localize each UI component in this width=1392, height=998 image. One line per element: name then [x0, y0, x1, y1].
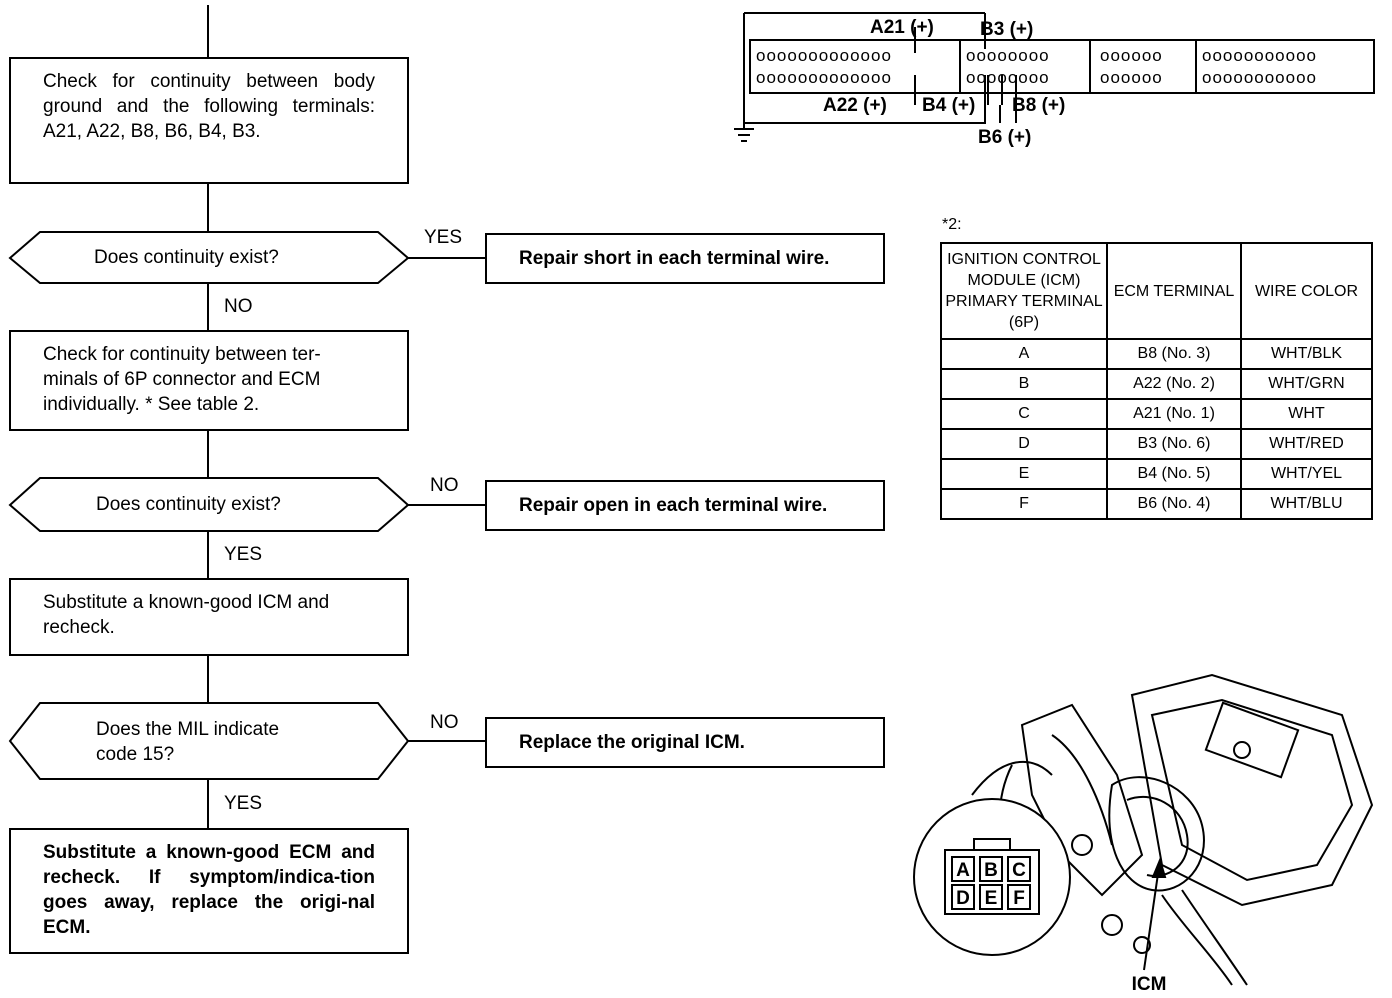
pin-row: ooooooooooooo [756, 46, 892, 65]
terminal-label-b3: B3 (+) [980, 19, 1033, 40]
pin-label: E [985, 888, 998, 909]
decision-mil-code-15: Does the MIL indicate code 15? [96, 717, 279, 767]
cell-ecm: B6 (No. 4) [1106, 488, 1242, 520]
pin-row: oooooooo [966, 68, 1050, 87]
distributor-body [1108, 776, 1205, 892]
step-substitute-icm: Substitute a known-good ICM and recheck. [9, 578, 409, 656]
cell-color: WHT/BLK [1240, 338, 1373, 370]
icm-leader-line [1143, 859, 1161, 971]
decision-line-1: Does the MIL indicate [96, 719, 280, 740]
label-yes: YES [224, 793, 263, 814]
terminal-label-b8: B8 (+) [1012, 95, 1065, 116]
label-yes: YES [224, 544, 263, 565]
cell-icm: A [940, 338, 1108, 370]
table-row: E B4 (No. 5) WHT/YEL [940, 458, 1373, 490]
pin-label: D [956, 888, 970, 909]
header-icm-terminal: IGNITION CONTROL MODULE (ICM) PRIMARY TE… [940, 242, 1108, 340]
pin-row: oooooo [1100, 46, 1163, 65]
connector-housing [749, 39, 1375, 94]
terminal-label-a22: A22 (+) [823, 95, 887, 116]
icm-location-illustration: A B C D E F ICM [913, 673, 1374, 995]
cell-color: WHT/GRN [1240, 368, 1373, 400]
cell-ecm: A21 (No. 1) [1106, 398, 1242, 430]
ecm-connector-diagram: ooooooooooooo ooooooooooooo oooooooo ooo… [734, 12, 1375, 148]
label-no: NO [430, 712, 459, 733]
action-repair-short: Repair short in each terminal wire. [485, 233, 885, 284]
header-ecm-terminal: ECM TERMINAL [1106, 242, 1242, 340]
cell-color: WHT [1240, 398, 1373, 430]
cell-color: WHT/RED [1240, 428, 1373, 460]
pin-label: C [1012, 860, 1026, 881]
cell-icm: D [940, 428, 1108, 460]
cell-color: WHT/BLU [1240, 488, 1373, 520]
label-yes: YES [424, 227, 463, 248]
ground-wire [743, 13, 986, 124]
table-row: D B3 (No. 6) WHT/RED [940, 428, 1373, 460]
pin-row: ooooooooooo [1202, 68, 1317, 87]
table-note: *2: [942, 216, 962, 233]
decision-1-shape [8, 231, 410, 284]
terminal-label-a21: A21 (+) [870, 17, 934, 38]
pin-row: ooooooooooo [1202, 46, 1317, 65]
cell-ecm: B8 (No. 3) [1106, 338, 1242, 370]
decision-continuity-open: Does continuity exist? [96, 494, 281, 515]
cell-icm: B [940, 368, 1108, 400]
cell-color: WHT/YEL [1240, 458, 1373, 490]
cell-ecm: B3 (No. 6) [1106, 428, 1242, 460]
action-replace-icm: Replace the original ICM. [485, 717, 885, 768]
label-no: NO [224, 296, 253, 317]
decision-line-2: code 15? [96, 744, 175, 765]
terminal-label-b4: B4 (+) [922, 95, 975, 116]
pin-label: B [984, 860, 998, 881]
step-check-ground-continuity: Check for continuity between body ground… [9, 57, 409, 184]
table-row: C A21 (No. 1) WHT [940, 398, 1373, 430]
cell-icm: F [940, 488, 1108, 520]
icm-label: ICM [1132, 974, 1167, 995]
engine-outline [1130, 673, 1374, 907]
table-row: F B6 (No. 4) WHT/BLU [940, 488, 1373, 520]
cell-icm: C [940, 398, 1108, 430]
cell-icm: E [940, 458, 1108, 490]
step-check-6p-to-ecm: Check for continuity between ter-minals … [9, 330, 409, 431]
cell-ecm: B4 (No. 5) [1106, 458, 1242, 490]
decision-continuity-short: Does continuity exist? [94, 247, 279, 268]
flowchart-lines [8, 5, 486, 829]
table-row: B A22 (No. 2) WHT/GRN [940, 368, 1373, 400]
pin-row: oooooooo [966, 46, 1050, 65]
step-substitute-ecm: Substitute a known-good ECM and recheck.… [9, 828, 409, 954]
pin-label: A [956, 860, 970, 881]
terminal-label-b6: B6 (+) [978, 127, 1031, 148]
action-repair-open: Repair open in each terminal wire. [485, 480, 885, 531]
decision-3-shape [8, 702, 410, 780]
decision-2-shape [8, 477, 410, 532]
connector-callout-circle [913, 798, 1071, 956]
pin-row: ooooooooooooo [756, 68, 892, 87]
terminal-wire-table: IGNITION CONTROL MODULE (ICM) PRIMARY TE… [940, 242, 1373, 520]
header-wire-color: WIRE COLOR [1240, 242, 1373, 340]
pin-row: oooooo [1100, 68, 1163, 87]
cell-ecm: A22 (No. 2) [1106, 368, 1242, 400]
pin-label: F [1013, 888, 1025, 909]
label-no: NO [430, 475, 459, 496]
table-row: A B8 (No. 3) WHT/BLK [940, 338, 1373, 370]
